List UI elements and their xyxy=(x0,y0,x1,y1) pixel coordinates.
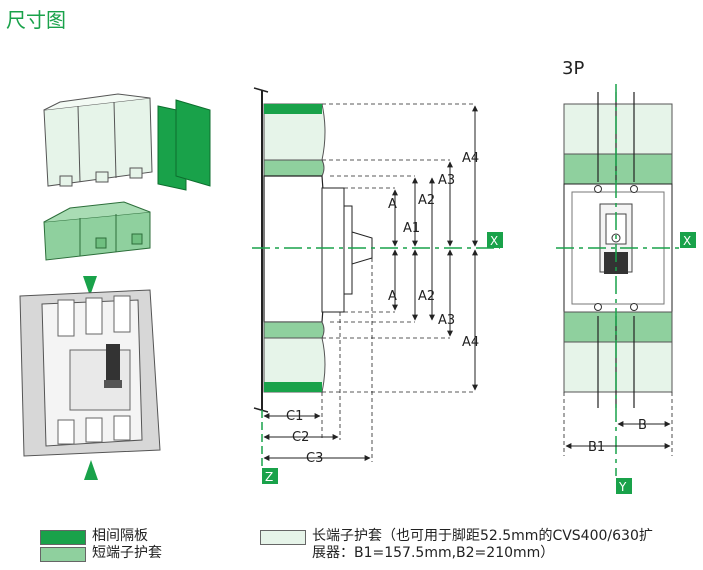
dim-label-a4-bottom: A4 xyxy=(462,335,479,350)
dim-label-a-top: A xyxy=(388,197,397,212)
legend-long-cover-line1: 长端子护套（也可用于脚距52.5mm的CVS400/630扩 xyxy=(312,528,653,544)
legend-swatch-phase-barrier xyxy=(40,530,86,545)
dim-label-a2-top: A2 xyxy=(418,193,435,208)
long-terminal-cover-icon xyxy=(43,93,153,187)
short-terminal-cover-icon xyxy=(43,201,151,261)
dim-label-c1: C1 xyxy=(286,409,303,424)
front-view-3p: 3P xyxy=(556,58,696,494)
axis-label-x-front: X xyxy=(683,234,691,248)
legend-short-cover: 短端子护套 xyxy=(92,545,162,561)
side-view: A A A2 A2 A1 A3 A3 A4 A4 C1 C2 C3 X Z xyxy=(252,87,503,484)
legend-long-cover-line2: 展器：B1=157.5mm,B2=210mm） xyxy=(312,545,555,561)
dim-label-a-bottom: A xyxy=(388,289,397,304)
page-title: 尺寸图 xyxy=(6,8,66,32)
legend-swatch-short-cover xyxy=(40,547,86,562)
axis-tag-x-front xyxy=(680,232,696,248)
axis-label-x-side: X xyxy=(490,234,498,248)
dim-label-a2-bottom: A2 xyxy=(418,289,435,304)
axis-tag-x-side xyxy=(487,232,503,248)
dim-label-b: B xyxy=(638,418,647,433)
accessory-illustration xyxy=(19,93,211,480)
dim-label-c2: C2 xyxy=(292,430,309,445)
arrow-up-icon xyxy=(84,460,98,480)
dim-label-b1: B1 xyxy=(588,440,605,455)
dim-label-a1: A1 xyxy=(403,221,420,236)
dim-label-c3: C3 xyxy=(306,451,323,466)
dim-label-a4-top: A4 xyxy=(462,151,479,166)
axis-tag-z xyxy=(262,468,278,484)
axis-label-z: Z xyxy=(265,470,273,484)
axis-label-y: Y xyxy=(618,480,627,494)
view-label: 3P xyxy=(562,58,584,79)
breaker-perspective-icon xyxy=(19,289,161,457)
dim-label-a3-bottom: A3 xyxy=(438,313,455,328)
legend-phase-barrier: 相间隔板 xyxy=(92,528,148,544)
arrow-down-icon xyxy=(83,276,97,296)
axis-tag-y xyxy=(616,478,632,494)
phase-barrier-icon xyxy=(157,99,211,191)
dim-label-a3-top: A3 xyxy=(438,173,455,188)
legend-swatch-long-cover xyxy=(260,530,306,545)
